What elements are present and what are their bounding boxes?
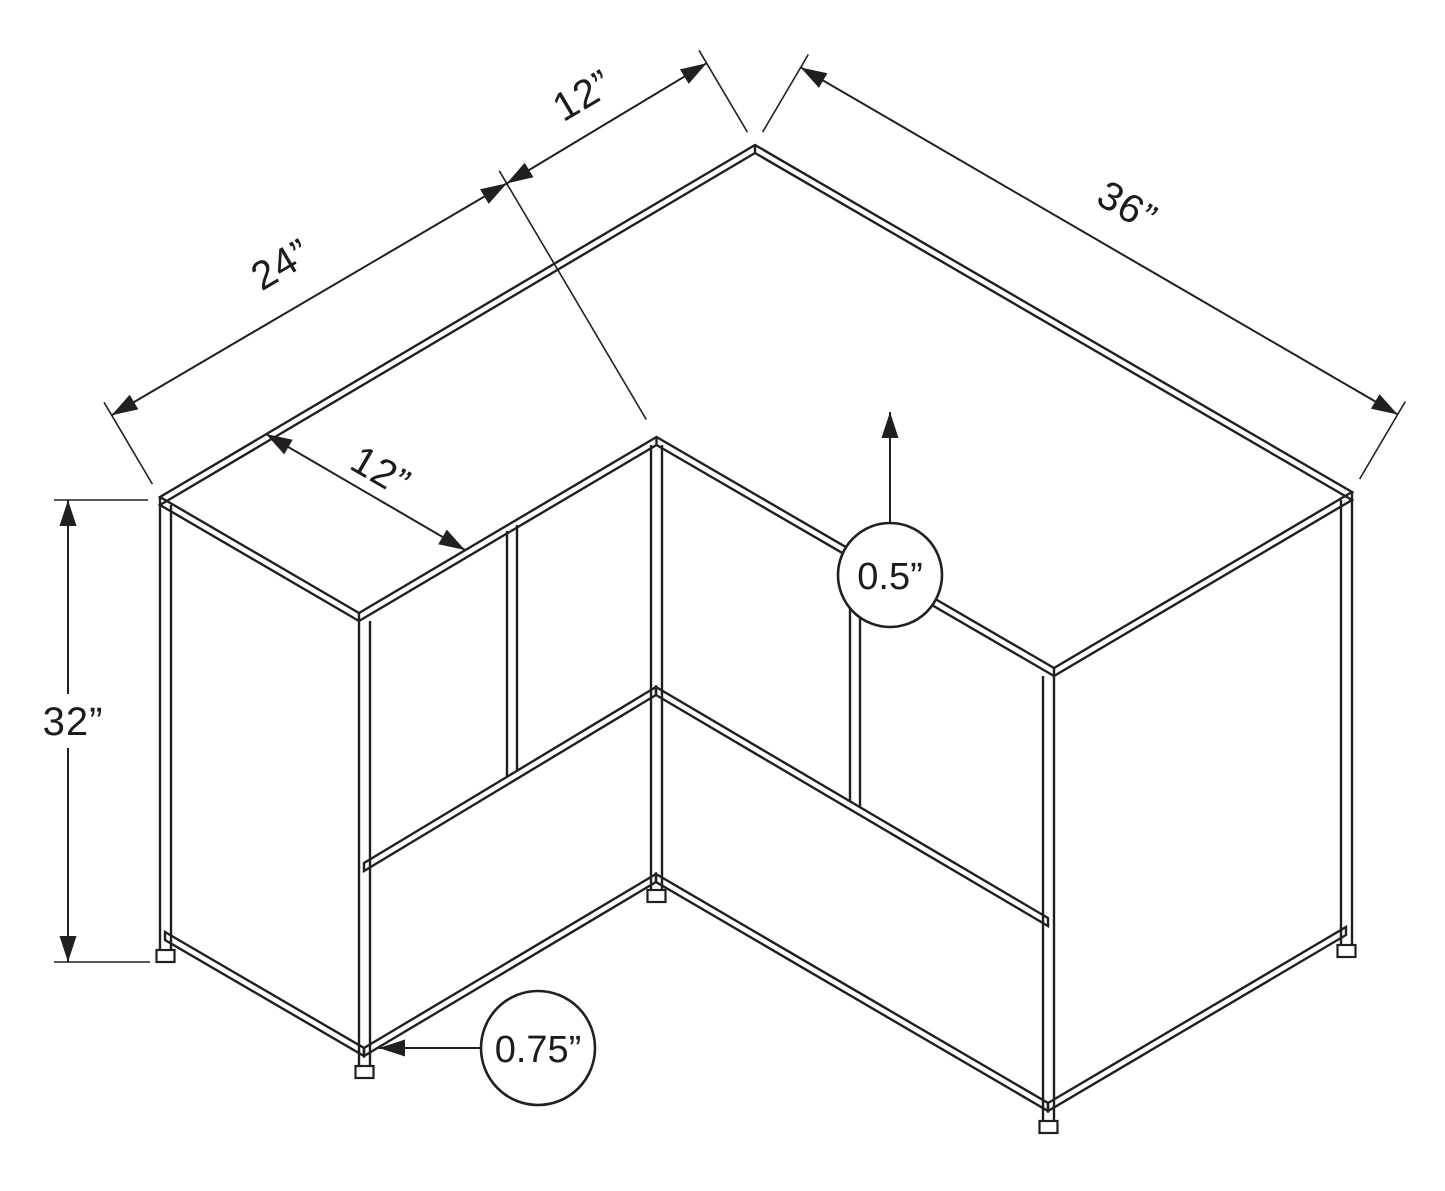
dimension-line-24 bbox=[111, 182, 508, 417]
dimension-line-12-top bbox=[506, 62, 708, 185]
table-frame bbox=[155, 143, 1357, 1135]
callout-frame-thickness: 0.75” bbox=[379, 989, 597, 1107]
dim-label-36: 36” bbox=[1090, 172, 1165, 241]
foot-front-right bbox=[1038, 1119, 1059, 1135]
dimension-left-wing-depth: 12” bbox=[265, 433, 466, 551]
callout-label-0-75: 0.75” bbox=[495, 1029, 582, 1071]
leg-front-left bbox=[357, 621, 372, 1066]
foot-back-right bbox=[1336, 943, 1357, 959]
dim-label-12-depth: 12” bbox=[343, 437, 418, 506]
dim-label-24: 24” bbox=[244, 230, 319, 299]
stretcher-right-end bbox=[1046, 924, 1348, 1114]
extension-line bbox=[498, 170, 647, 420]
extension-line bbox=[1358, 401, 1406, 480]
stretcher-left-end bbox=[163, 929, 366, 1059]
dimension-left-wing-length: 24” 12” bbox=[103, 49, 749, 485]
extension-line bbox=[698, 49, 749, 133]
leg-inner-corner bbox=[649, 445, 664, 890]
dimension-overall-height: 32” bbox=[34, 499, 150, 963]
leg-front-right bbox=[1041, 676, 1056, 1121]
callout-circle bbox=[836, 521, 944, 629]
foot-front-left bbox=[354, 1064, 375, 1080]
foot-back-left bbox=[155, 948, 176, 964]
dimension-right-wing-length: 36” bbox=[761, 54, 1406, 480]
extension-line bbox=[761, 54, 809, 133]
dim-label-32: 32” bbox=[43, 700, 104, 744]
dimension-line-36 bbox=[800, 66, 1399, 416]
leg-back-right bbox=[1339, 500, 1354, 945]
tabletop-top-face bbox=[157, 143, 1355, 670]
foot-inner-corner bbox=[646, 888, 667, 904]
dimension-line-12-depth bbox=[265, 433, 466, 551]
stretcher-right-front bbox=[654, 871, 1050, 1114]
center-post-left-wing bbox=[505, 525, 519, 777]
dim-label-12-top: 12” bbox=[545, 61, 620, 130]
callout-circle bbox=[479, 989, 597, 1107]
callout-label-0-5: 0.5” bbox=[857, 556, 922, 598]
mid-rail-left-wing bbox=[362, 684, 658, 874]
callout-tabletop-thickness: 0.5” bbox=[836, 412, 944, 629]
mid-rail-right-wing bbox=[654, 684, 1050, 929]
dim-label-backing bbox=[34, 694, 112, 748]
leg-back-left bbox=[158, 505, 173, 950]
tabletop-corner-edges bbox=[158, 145, 1354, 676]
